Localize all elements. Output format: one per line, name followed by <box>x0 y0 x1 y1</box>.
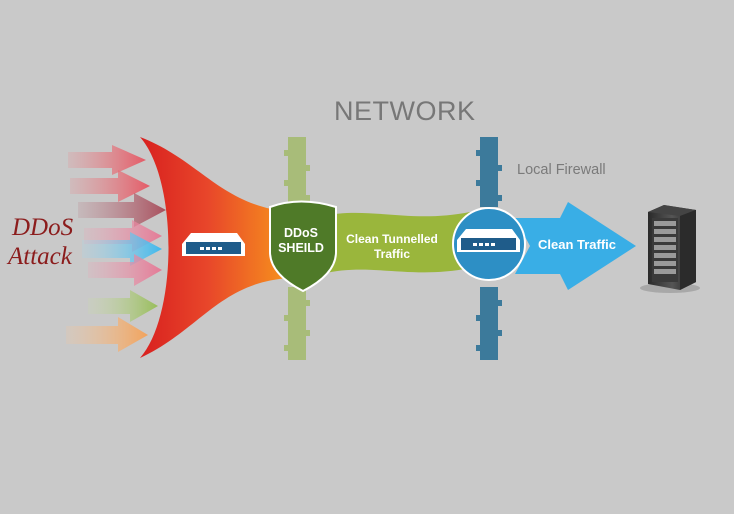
tunnel-label-line1: Clean Tunnelled <box>346 232 438 246</box>
attack-arrows <box>66 145 166 352</box>
clean-traffic-arrow <box>515 202 636 290</box>
router-icon <box>182 233 245 256</box>
ddos-attack-label-line2: Attack <box>8 243 72 270</box>
tunnel-label-line2: Traffic <box>373 247 410 261</box>
shield-label: DDoS SHEILD <box>268 226 334 256</box>
clean-traffic-label: Clean Traffic <box>538 237 617 252</box>
tunnel-band <box>322 212 470 274</box>
attack-arrow-red <box>68 145 146 175</box>
shield-label-line2: SHEILD <box>278 241 324 255</box>
attack-arrow-blue <box>82 232 162 266</box>
local-firewall-wall <box>476 137 502 360</box>
server-icon <box>640 205 700 293</box>
network-title: NETWORK <box>334 96 476 126</box>
tunnel-label: Clean Tunnelled Traffic <box>336 232 448 262</box>
shield-label-line1: DDoS <box>283 226 319 240</box>
attack-arrow-green <box>88 290 158 322</box>
ddos-attack-label-line1: DDoS <box>12 214 74 241</box>
attack-arrow-pink <box>88 254 162 286</box>
local-firewall-label: Local Firewall <box>517 162 606 178</box>
ddos-shield <box>269 200 337 293</box>
attack-arrow-orange <box>66 317 148 352</box>
router-icon <box>457 229 520 252</box>
green-firewall-wall <box>284 137 310 360</box>
attack-arrow-red <box>70 170 150 202</box>
attack-arrow-maroon <box>78 193 166 227</box>
